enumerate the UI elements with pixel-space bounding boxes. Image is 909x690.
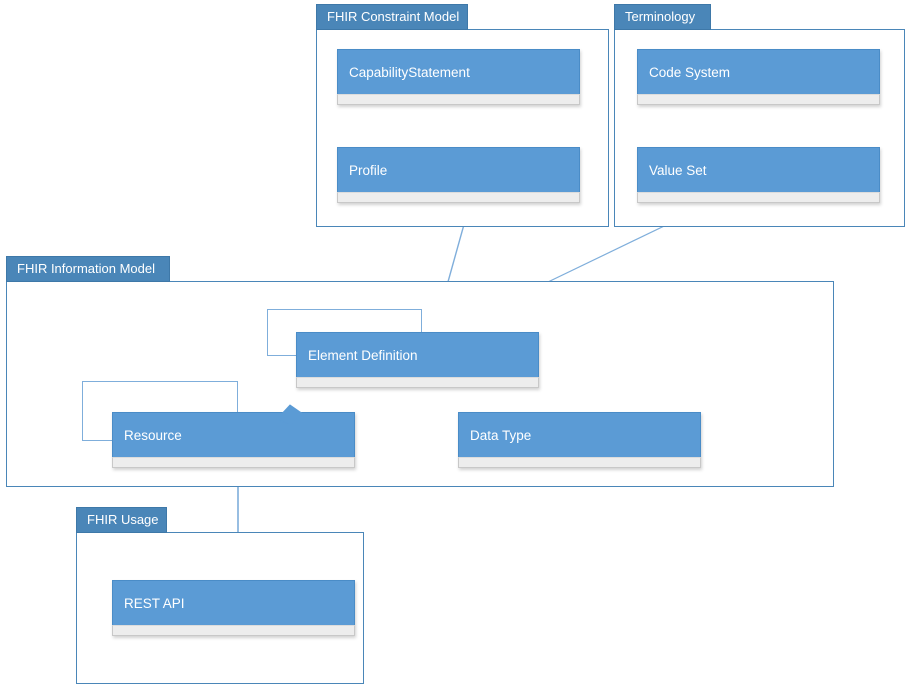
class-data-type[interactable]: Data Type [458, 412, 701, 468]
class-title-capability-statement: CapabilityStatement [337, 49, 580, 94]
class-profile[interactable]: Profile [337, 147, 580, 203]
class-value-set[interactable]: Value Set [637, 147, 880, 203]
class-title-rest-api: REST API [112, 580, 355, 625]
class-title-profile: Profile [337, 147, 580, 192]
class-compartment-code-system [637, 94, 880, 105]
package-tab-fhir-constraint-model[interactable]: FHIR Constraint Model [316, 4, 468, 30]
class-compartment-element-definition [296, 377, 539, 388]
class-compartment-data-type [458, 457, 701, 468]
class-compartment-value-set [637, 192, 880, 203]
package-tab-fhir-usage[interactable]: FHIR Usage [76, 507, 167, 533]
class-title-resource: Resource [112, 412, 355, 457]
package-tab-terminology[interactable]: Terminology [614, 4, 711, 30]
class-title-data-type: Data Type [458, 412, 701, 457]
class-rest-api[interactable]: REST API [112, 580, 355, 636]
class-title-element-definition: Element Definition [296, 332, 539, 377]
class-compartment-profile [337, 192, 580, 203]
package-tab-fhir-information-model[interactable]: FHIR Information Model [6, 256, 170, 282]
class-compartment-capability-statement [337, 94, 580, 105]
class-code-system[interactable]: Code System [637, 49, 880, 105]
class-resource[interactable]: Resource [112, 412, 355, 468]
class-compartment-rest-api [112, 625, 355, 636]
class-title-value-set: Value Set [637, 147, 880, 192]
class-compartment-resource [112, 457, 355, 468]
class-capability-statement[interactable]: CapabilityStatement [337, 49, 580, 105]
class-title-code-system: Code System [637, 49, 880, 94]
class-element-definition[interactable]: Element Definition [296, 332, 539, 388]
